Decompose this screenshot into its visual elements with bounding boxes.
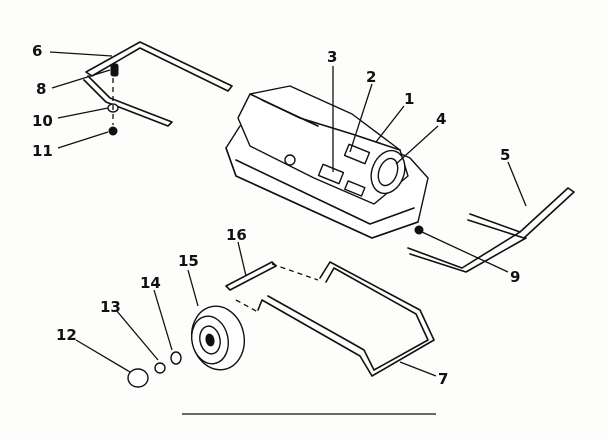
part-16-axle [225, 261, 277, 291]
leader-lines [49, 51, 527, 377]
callout-14: 14 [140, 274, 161, 292]
callout-11: 11 [32, 142, 53, 160]
callout-8: 8 [36, 80, 46, 98]
callout-3: 3 [327, 48, 337, 66]
callout-2: 2 [366, 68, 376, 86]
callout-5: 5 [500, 146, 510, 164]
callout-12: 12 [56, 326, 77, 344]
part-7-wheel-frame [257, 261, 435, 377]
part-12-hub-cap [127, 368, 149, 388]
callout-10: 10 [32, 112, 53, 130]
part-9-bolt [414, 225, 424, 235]
callout-4: 4 [436, 110, 446, 128]
part-14-spacer [170, 351, 182, 365]
part-11-nut [108, 126, 118, 136]
callout-16: 16 [226, 226, 247, 244]
part-1-heater-body [225, 85, 429, 239]
callout-6: 6 [32, 42, 42, 60]
callout-1: 1 [404, 90, 414, 108]
callout-7: 7 [438, 370, 448, 388]
part-6-handle-rail [83, 41, 233, 127]
part-5-handle-frame [407, 187, 575, 273]
callout-13: 13 [100, 298, 121, 316]
part-15-wheel [190, 305, 245, 371]
callout-15: 15 [178, 252, 199, 270]
callout-9: 9 [510, 268, 520, 286]
part-13-washer [154, 362, 166, 374]
part-8-bolt [110, 63, 119, 77]
